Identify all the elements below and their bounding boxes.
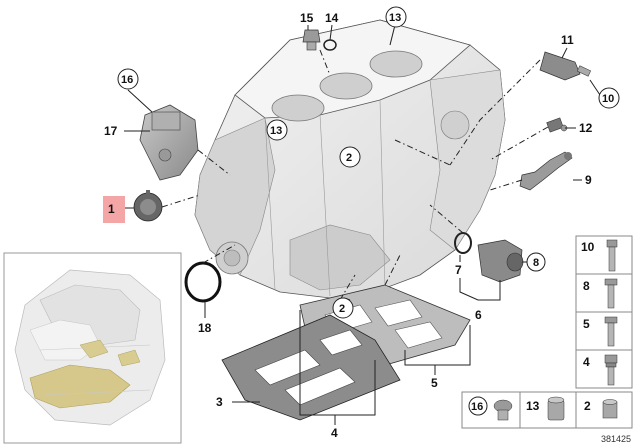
- callout-4[interactable]: 4: [331, 426, 338, 440]
- bolt-10-icon: [606, 239, 618, 272]
- dowel-2-icon: [602, 399, 618, 419]
- plug-part: [133, 190, 163, 222]
- engine-overview-inset: [3, 252, 182, 444]
- callout-13-top[interactable]: 13: [389, 12, 401, 24]
- callout-13-mid[interactable]: 13: [270, 125, 282, 137]
- lead-lines: [123, 24, 601, 425]
- callout-10[interactable]: 10: [602, 93, 614, 105]
- callout-5[interactable]: 5: [431, 376, 438, 390]
- callout-2-gasket[interactable]: 2: [339, 303, 345, 315]
- callout-14[interactable]: 14: [325, 11, 339, 25]
- bolt-5-icon: [604, 316, 618, 347]
- callout-17[interactable]: 17: [104, 124, 118, 138]
- small-legend-label-2: 2: [584, 399, 591, 413]
- callout-8[interactable]: 8: [533, 257, 539, 269]
- plug-16-icon: [493, 399, 513, 421]
- callout-18[interactable]: 18: [198, 321, 212, 335]
- bolt-legend-label-8: 8: [583, 279, 590, 293]
- callout-15[interactable]: 15: [300, 11, 314, 25]
- callout-12[interactable]: 12: [579, 121, 593, 135]
- oil-pipe: [519, 151, 573, 191]
- bolt-legend: 10 8 5 4: [575, 235, 633, 389]
- bolt-4-icon: [604, 354, 618, 386]
- small-legend-label-16: 16: [471, 401, 483, 413]
- callout-6[interactable]: 6: [475, 308, 482, 322]
- sensor-12: [546, 117, 568, 133]
- cylinder-bore-2: [319, 72, 373, 100]
- callout-1-highlight: [103, 196, 125, 223]
- small-parts-legend: 16 13 2: [461, 391, 633, 429]
- small-legend-label-13: 13: [526, 399, 540, 413]
- cylinder-bore-1: [271, 94, 325, 122]
- callouts: 1 16 17 15 14 13 13 2 11 10 12 9 8 7 6 2…: [103, 6, 620, 440]
- shaft-seal-18: [184, 261, 222, 303]
- engine-block: [194, 19, 506, 299]
- callout-2-block[interactable]: 2: [346, 152, 352, 164]
- callout-7[interactable]: 7: [455, 263, 462, 277]
- bolt-legend-label-10: 10: [581, 240, 595, 254]
- screw-plug: [302, 29, 321, 51]
- sleeve-13-icon: [547, 396, 565, 421]
- callout-1[interactable]: 1: [108, 202, 115, 216]
- callout-3[interactable]: 3: [216, 395, 223, 409]
- bolt-legend-label-4: 4: [583, 355, 590, 369]
- thermostat-housing: [139, 104, 199, 181]
- callout-9[interactable]: 9: [585, 173, 592, 187]
- callout-11[interactable]: 11: [561, 33, 574, 47]
- sensor-11: [539, 51, 592, 81]
- dashed-leaders: [161, 49, 549, 301]
- bolt-legend-label-5: 5: [583, 317, 590, 331]
- oil-pan-gasket: [221, 314, 401, 421]
- bolt-8-icon: [604, 278, 618, 309]
- cylinder-bore-3: [369, 50, 423, 78]
- diagram-reference-number: 381425: [601, 434, 631, 444]
- oil-nozzle-8: [477, 239, 524, 283]
- callout-16[interactable]: 16: [121, 74, 133, 86]
